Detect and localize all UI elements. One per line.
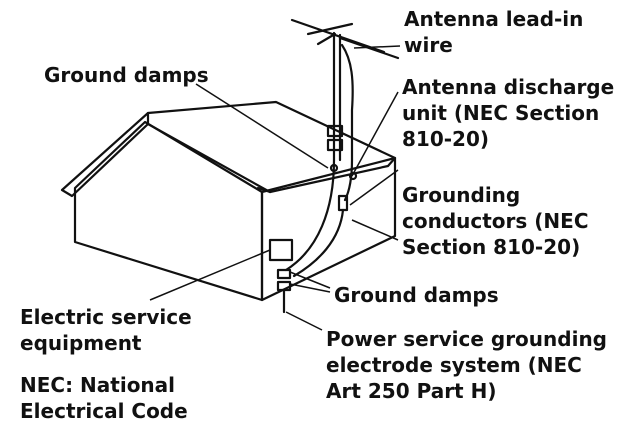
callout-ground-clamps-bottom-2 [289,283,331,293]
callout-grounding-2 [351,219,399,241]
grounding-conductor-2 [292,208,345,278]
callout-discharge [351,91,399,177]
house-roof [60,100,397,198]
antenna [290,18,400,212]
callout-lines [149,45,401,331]
label-antenna-lead-in: Antenna lead-in wire [404,7,584,57]
callout-lead-in [353,45,401,49]
antenna-element-cross [306,22,354,36]
grounding-conductor-1 [284,158,336,272]
lead-in-wire [340,43,354,202]
house-front-wall [73,120,264,302]
label-antenna-discharge: Antenna discharge unit (NEC Section 810-… [402,75,615,151]
label-electric-service: Electric service equipment [20,305,192,355]
callout-electric-service [149,249,271,301]
label-ground-clamps-top: Ground damps [44,63,209,87]
mast-bracket-upper [326,124,344,138]
callout-ground-clamps-bottom-1 [289,271,331,289]
ground-clamp-bottom-1 [276,268,292,280]
label-grounding-conductors: Grounding conductors (NEC Section 810-20… [402,183,589,259]
label-nec-note: NEC: National Electrical Code [20,373,188,423]
callout-grounding-1 [349,169,399,206]
electric-service-box [268,238,294,262]
callout-ground-clamps-top [195,83,329,169]
roof-eave [256,186,272,194]
label-power-service: Power service grounding electrode system… [326,327,607,403]
grounding-conductors [284,158,345,278]
antenna-element-left [316,32,337,46]
callout-power-service [285,311,323,331]
label-ground-clamps-bottom: Ground damps [334,283,499,307]
mast-bracket-lower [326,138,344,152]
